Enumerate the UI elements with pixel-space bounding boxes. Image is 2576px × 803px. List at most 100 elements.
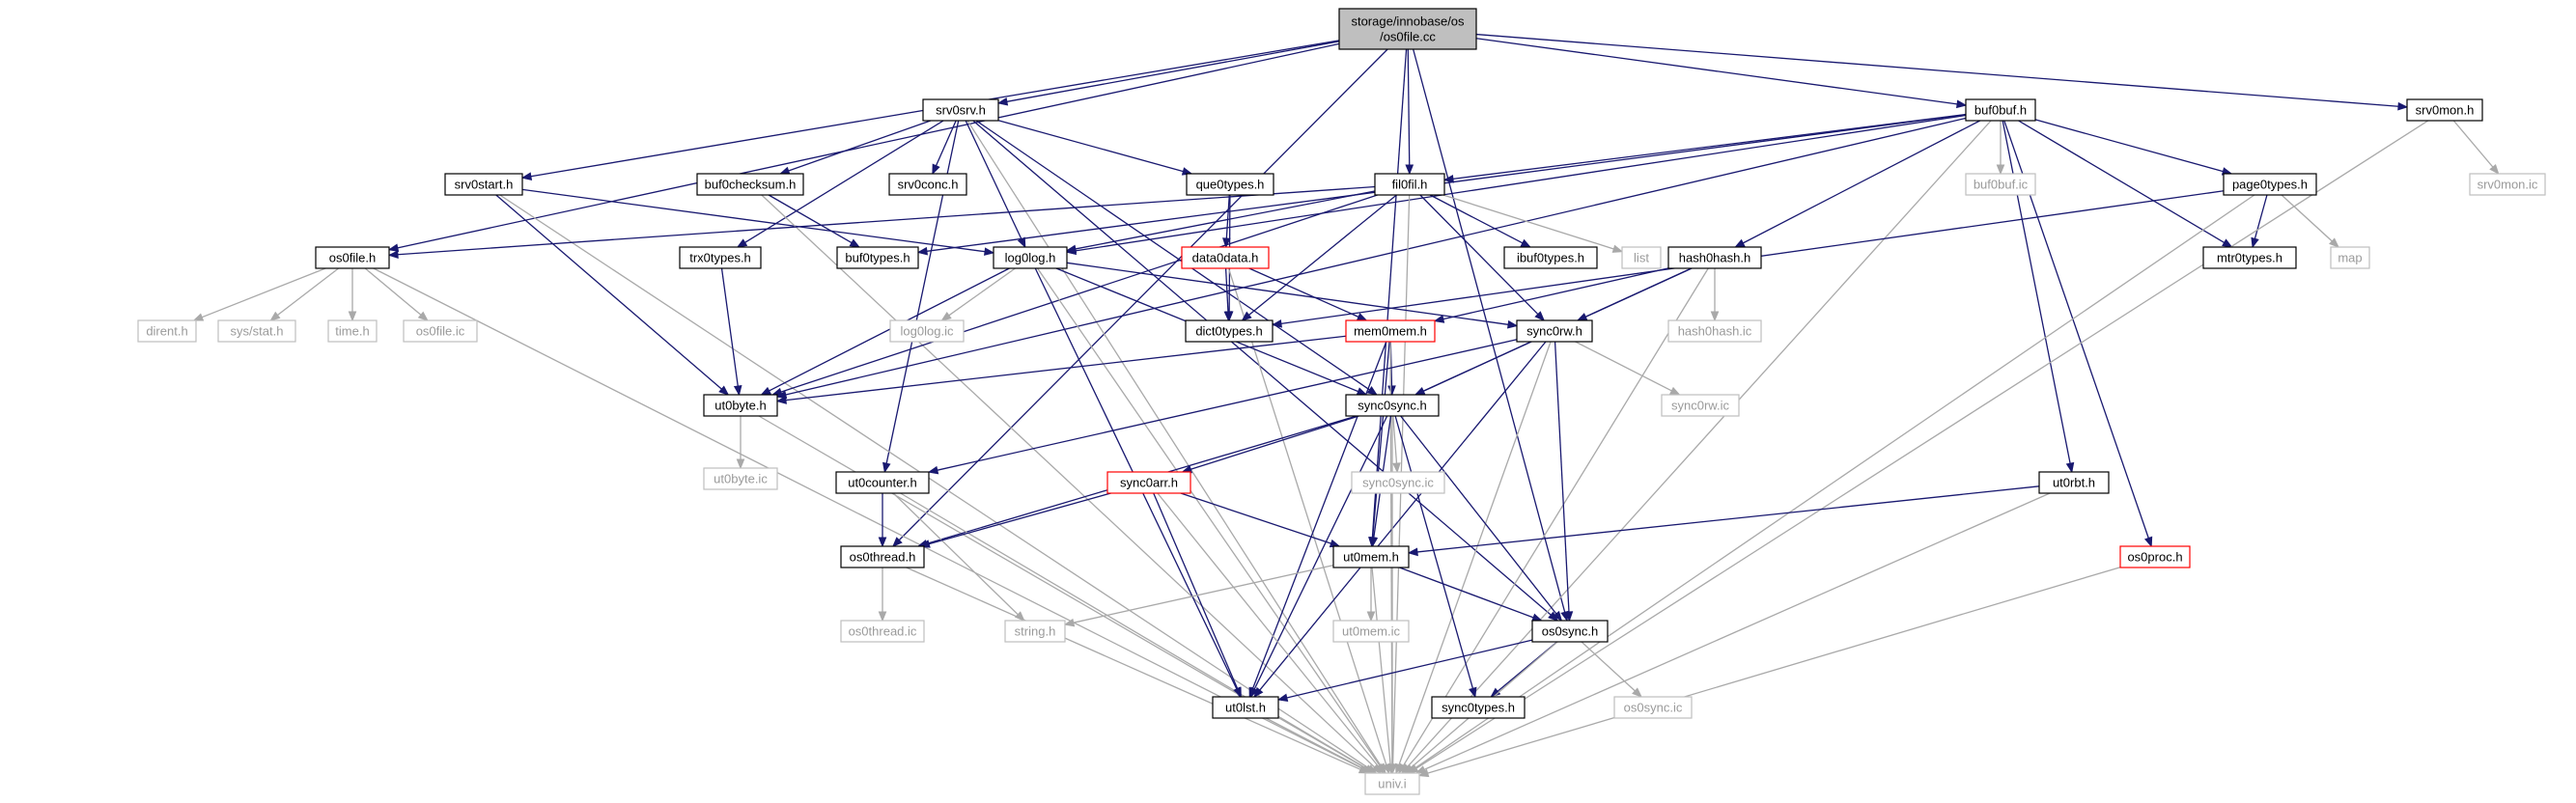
arrowhead-icon <box>916 246 928 256</box>
edge-fil0fil-to-list <box>1442 194 1624 253</box>
node-srv0conc[interactable]: srv0conc.h <box>888 173 967 196</box>
node-box <box>1345 394 1440 417</box>
edge-line <box>1398 341 1552 765</box>
edge-line <box>1429 194 1524 244</box>
arrowhead-icon <box>932 163 940 176</box>
node-label: srv0srv.h <box>936 103 986 118</box>
node-ut0lst[interactable]: ut0lst.h <box>1212 696 1279 719</box>
edge-line <box>1037 267 1381 766</box>
node-ut0mem[interactable]: ut0mem.h <box>1332 545 1410 568</box>
edge-line <box>1581 641 1636 692</box>
node-box <box>1661 394 1740 417</box>
node-label: sys/stat.h <box>231 324 284 339</box>
node-os0proc[interactable]: os0proc.h <box>2119 545 2191 568</box>
edge-line <box>1475 33 2399 107</box>
edge-fil0fil-to-log0log <box>1065 190 1376 254</box>
node-sync0sync[interactable]: sync0sync.h <box>1345 394 1440 417</box>
node-box <box>137 319 197 343</box>
arrowhead-icon <box>1374 762 1385 775</box>
node-label: buf0types.h <box>845 251 910 265</box>
node-label: log0log.h <box>1005 251 1056 265</box>
edge-line <box>926 114 1967 252</box>
node-ut0counter[interactable]: ut0counter.h <box>835 471 930 494</box>
node-sync0types[interactable]: sync0types.h <box>1431 696 1526 719</box>
node-dict0types[interactable]: dict0types.h <box>1185 319 1274 343</box>
edge-ut0mem-to-ut0mem_ic <box>1366 568 1376 623</box>
node-box <box>922 98 999 122</box>
arrowhead-icon <box>891 537 903 547</box>
node-root[interactable]: storage/innobase/os/os0file.cc <box>1338 8 1477 50</box>
node-box <box>2038 471 2110 494</box>
node-list: list <box>1621 246 1662 269</box>
edge-line <box>277 267 340 317</box>
node-os0sync[interactable]: os0sync.h <box>1531 620 1609 643</box>
edge-log0log-to-ut0byte <box>760 267 1010 396</box>
edge-ut0counter-to-os0thread <box>878 493 887 548</box>
node-ut0byte[interactable]: ut0byte.h <box>703 394 778 417</box>
arrowhead-icon <box>878 611 887 623</box>
node-label: log0log.ic <box>901 324 954 339</box>
node-box <box>888 173 967 196</box>
arrowhead-icon <box>919 540 931 548</box>
edge-srv0srv-to-buf0checksum <box>778 120 932 175</box>
node-ut0rbt[interactable]: ut0rbt.h <box>2038 471 2110 494</box>
edge-line <box>1157 492 1379 767</box>
node-data0data[interactable]: data0data.h <box>1181 246 1270 269</box>
node-sync0arr[interactable]: sync0arr.h <box>1106 471 1191 494</box>
edge-line <box>768 194 853 244</box>
node-srv0srv[interactable]: srv0srv.h <box>922 98 999 122</box>
edge-line <box>1371 48 1408 539</box>
edge-buf0buf-to-page0types <box>2034 119 2233 176</box>
arrowhead-icon <box>2222 238 2233 248</box>
node-page0types[interactable]: page0types.h <box>2223 173 2317 196</box>
edge-line <box>1413 48 1566 613</box>
node-box <box>217 319 296 343</box>
node-buf0types[interactable]: buf0types.h <box>836 246 919 269</box>
edge-os0file-to-dirent <box>192 267 326 321</box>
node-fil0fil[interactable]: fil0fil.h <box>1374 173 1445 196</box>
node-buf0buf[interactable]: buf0buf.h <box>1965 98 2036 122</box>
node-mtr0types[interactable]: mtr0types.h <box>2202 246 2297 269</box>
node-log0log[interactable]: log0log.h <box>993 246 1068 269</box>
node-buf0checksum[interactable]: buf0checksum.h <box>696 173 804 196</box>
node-label: os0thread.ic <box>849 624 917 639</box>
node-mem0mem[interactable]: mem0mem.h <box>1345 319 1436 343</box>
arrowhead-icon <box>733 384 742 397</box>
edge-root-to-fil0fil <box>1405 48 1414 176</box>
edge-fil0fil-to-os0file <box>387 185 1376 260</box>
arrowhead-icon <box>1433 315 1445 323</box>
node-os0thread[interactable]: os0thread.h <box>840 545 925 568</box>
arrowhead-icon <box>1531 613 1543 622</box>
edge-line <box>1415 120 2429 769</box>
edge-sync0sync-to-sync0types <box>1394 415 1477 699</box>
edge-srv0start-to-ut0byte <box>495 194 730 396</box>
node-box <box>1374 173 1445 196</box>
node-box <box>1345 319 1436 343</box>
edge-line <box>761 194 1376 768</box>
arrowhead-icon <box>1366 611 1376 623</box>
node-srv0mon[interactable]: srv0mon.h <box>2406 98 2483 122</box>
node-hash0hash[interactable]: hash0hash.h <box>1667 246 1762 269</box>
edge-root-to-srv0srv <box>996 41 1340 106</box>
node-trx0types[interactable]: trx0types.h <box>679 246 762 269</box>
edge-hash0hash-to-hash0hash_ic <box>1710 268 1720 322</box>
edge-line <box>1372 341 1390 539</box>
node-sync0rw[interactable]: sync0rw.h <box>1516 319 1593 343</box>
node-box <box>1332 620 1410 643</box>
node-os0file[interactable]: os0file.h <box>315 246 390 269</box>
node-box <box>2469 173 2546 196</box>
edge-line <box>965 120 1022 240</box>
node-label: os0file.ic <box>416 324 465 339</box>
node-log0log_ic: log0log.ic <box>889 319 965 343</box>
arrowhead-icon <box>1407 547 1418 557</box>
node-box <box>840 620 925 643</box>
node-label: os0sync.h <box>1542 624 1599 639</box>
edge-ut0rbt-to-ut0mem <box>1407 485 2040 557</box>
edge-ut0byte-to-ut0byte_ic <box>736 416 745 470</box>
edge-srv0mon-to-univ <box>1408 120 2429 774</box>
node-que0types[interactable]: que0types.h <box>1186 173 1274 196</box>
node-srv0start[interactable]: srv0start.h <box>444 173 523 196</box>
arrowhead-icon <box>736 458 745 470</box>
node-buf0buf_ic: buf0buf.ic <box>1965 173 2036 196</box>
node-ibuf0types[interactable]: ibuf0types.h <box>1503 246 1598 269</box>
